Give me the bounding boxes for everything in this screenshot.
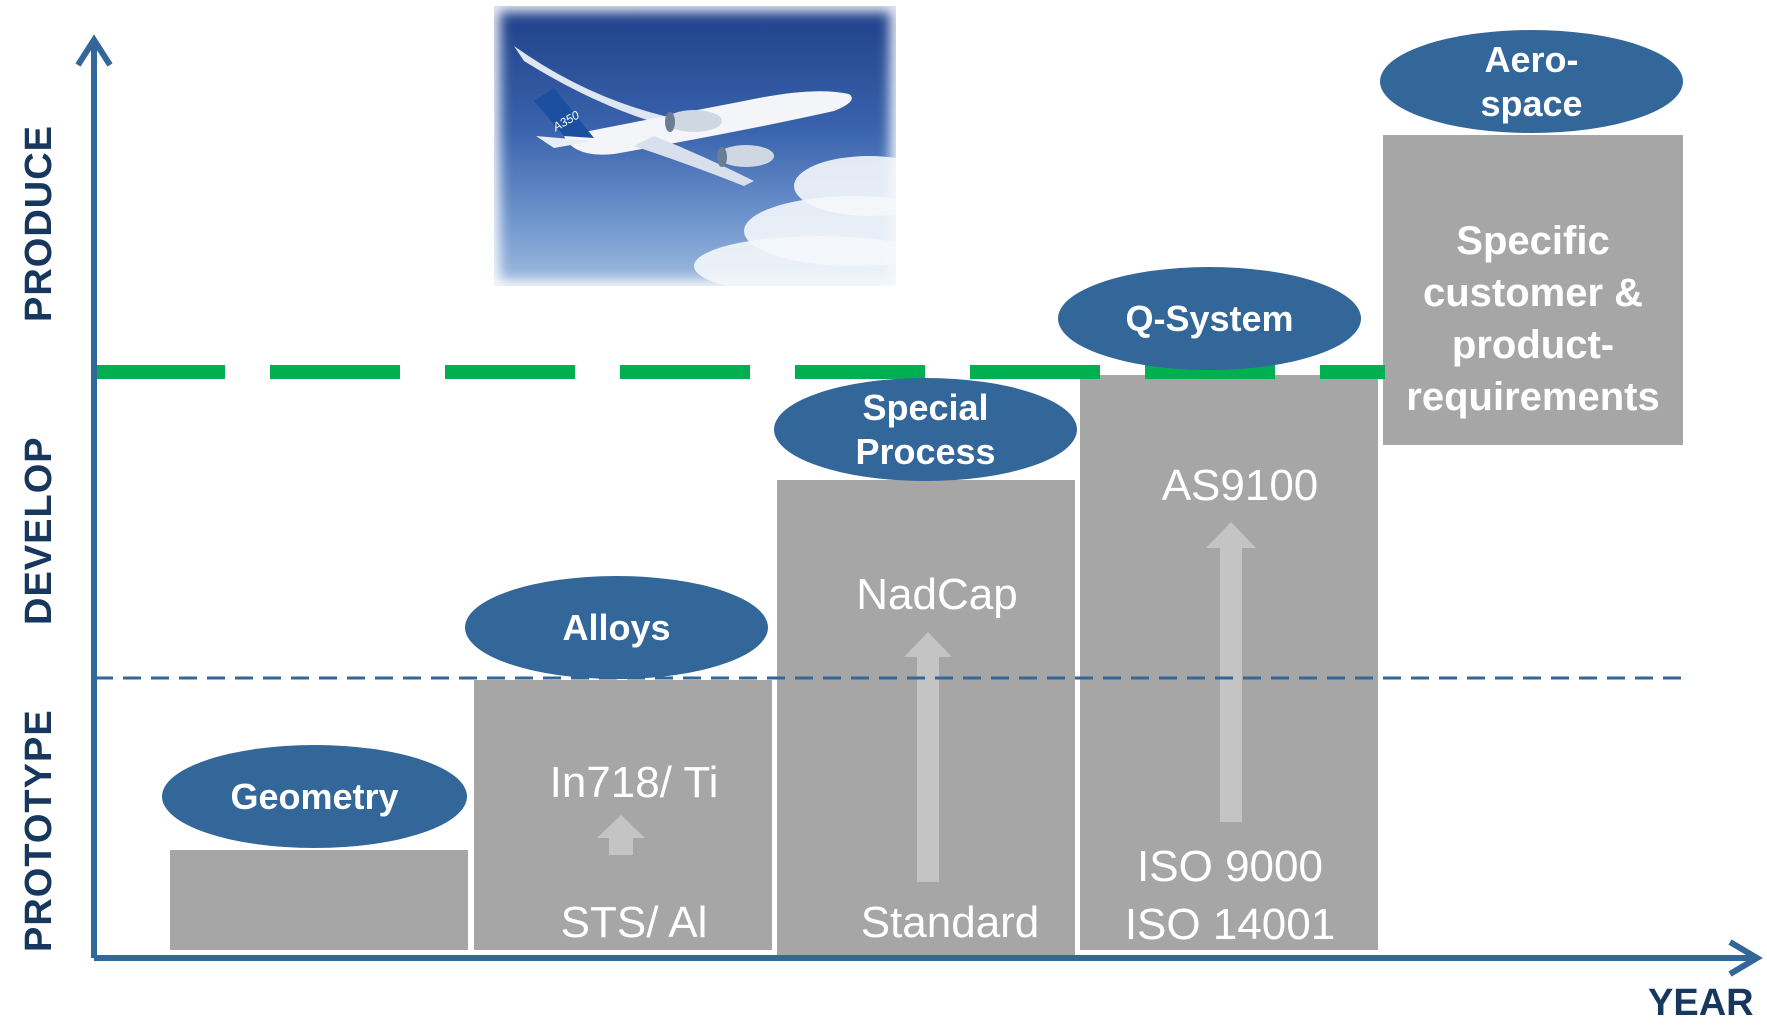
y-label-prototype: PROTOTYPE xyxy=(18,709,60,952)
up-arrow-alloys xyxy=(597,815,645,855)
alloys-top-text: In718/ Ti xyxy=(549,758,719,807)
oval-alloys: Alloys xyxy=(465,576,768,679)
y-label-develop: DEVELOP xyxy=(18,436,60,625)
y-label-produce: PRODUCE xyxy=(18,124,60,322)
oval-q-system: Q-System xyxy=(1058,267,1361,370)
step-box-alloys xyxy=(474,680,772,950)
alloys-bottom-text: STS/ Al xyxy=(560,898,708,947)
up-arrow-q-system xyxy=(1206,522,1256,822)
x-label-year: YEAR xyxy=(1648,982,1754,1024)
oval-aerospace: Aero- space xyxy=(1380,30,1683,133)
q-system-top-text: AS9100 xyxy=(1161,461,1319,510)
aerospace-requirements-text: Specific customer & product- requirement… xyxy=(1406,219,1660,419)
airplane-photo: A350 xyxy=(494,6,896,286)
special-process-top-text: NadCap xyxy=(856,570,1018,619)
y-axis-arrowhead xyxy=(75,34,113,67)
oval-special-process: Special Process xyxy=(774,378,1077,481)
q-system-bottom-text: ISO 9000 ISO 14001 xyxy=(1124,842,1336,949)
x-axis-arrowhead xyxy=(1728,939,1763,977)
step-box-geometry xyxy=(170,850,468,950)
up-arrow-special-process xyxy=(904,632,952,882)
step-box-aerospace xyxy=(1383,135,1683,445)
special-process-bottom-text: Standard xyxy=(860,898,1040,947)
oval-geometry: Geometry xyxy=(162,745,467,848)
